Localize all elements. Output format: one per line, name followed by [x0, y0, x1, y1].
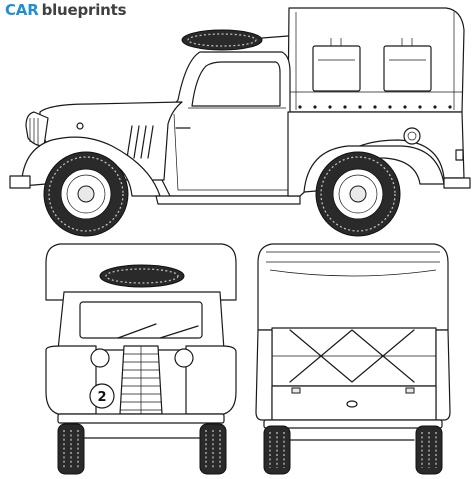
side-view	[9, 7, 471, 237]
rear-hinge-left	[291, 387, 301, 394]
front-roof-spare-tyre	[99, 264, 185, 288]
front-headlamp-left	[90, 348, 110, 368]
side-cab-window	[191, 61, 281, 107]
rear-tow-hook	[346, 400, 358, 408]
rear-hinge-right	[405, 387, 415, 394]
side-bonnet-badge	[76, 122, 84, 130]
front-plate-disc	[89, 383, 115, 409]
logo-suffix-text: blueprints	[41, 1, 127, 19]
rear-right-wing	[435, 329, 451, 421]
side-roof-spare-tyre	[181, 29, 263, 51]
rear-view	[255, 243, 451, 475]
front-bumper	[57, 413, 225, 424]
side-canopy-window-right	[383, 45, 432, 92]
rear-right-wheel	[415, 425, 443, 475]
side-tail-light	[455, 149, 464, 161]
rear-tailgate	[271, 327, 437, 387]
front-plate-number: 2	[97, 390, 106, 405]
side-nose	[25, 111, 49, 147]
rear-left-wheel	[263, 425, 291, 475]
side-running-board	[155, 195, 301, 205]
car-blueprints-logo: CAR blueprints	[5, 1, 127, 21]
front-left-fender	[45, 345, 97, 415]
rear-canopy	[257, 243, 449, 331]
front-windscreen	[79, 301, 203, 339]
front-view: 2	[45, 243, 237, 475]
side-front-wheel	[43, 151, 129, 237]
side-rear-bumper	[443, 177, 471, 189]
side-rear-wheel	[315, 151, 401, 237]
front-right-fender	[185, 345, 237, 415]
front-wiper-left	[117, 323, 157, 339]
side-canopy-window-left	[312, 45, 361, 92]
side-canopy-fasteners	[298, 105, 452, 109]
rear-left-wing	[255, 329, 273, 421]
front-right-wheel	[199, 423, 227, 475]
front-wiper-right	[159, 325, 199, 339]
front-left-wheel	[57, 423, 85, 475]
side-bonnet-louvres	[126, 125, 154, 159]
rear-tailgate-cross-bracing	[289, 329, 415, 383]
rear-bumper	[263, 419, 443, 429]
logo-brand-text: CAR	[5, 1, 39, 19]
side-front-bumper	[9, 175, 31, 189]
side-fuel-cap	[403, 127, 421, 145]
front-headlamp-right	[174, 348, 194, 368]
